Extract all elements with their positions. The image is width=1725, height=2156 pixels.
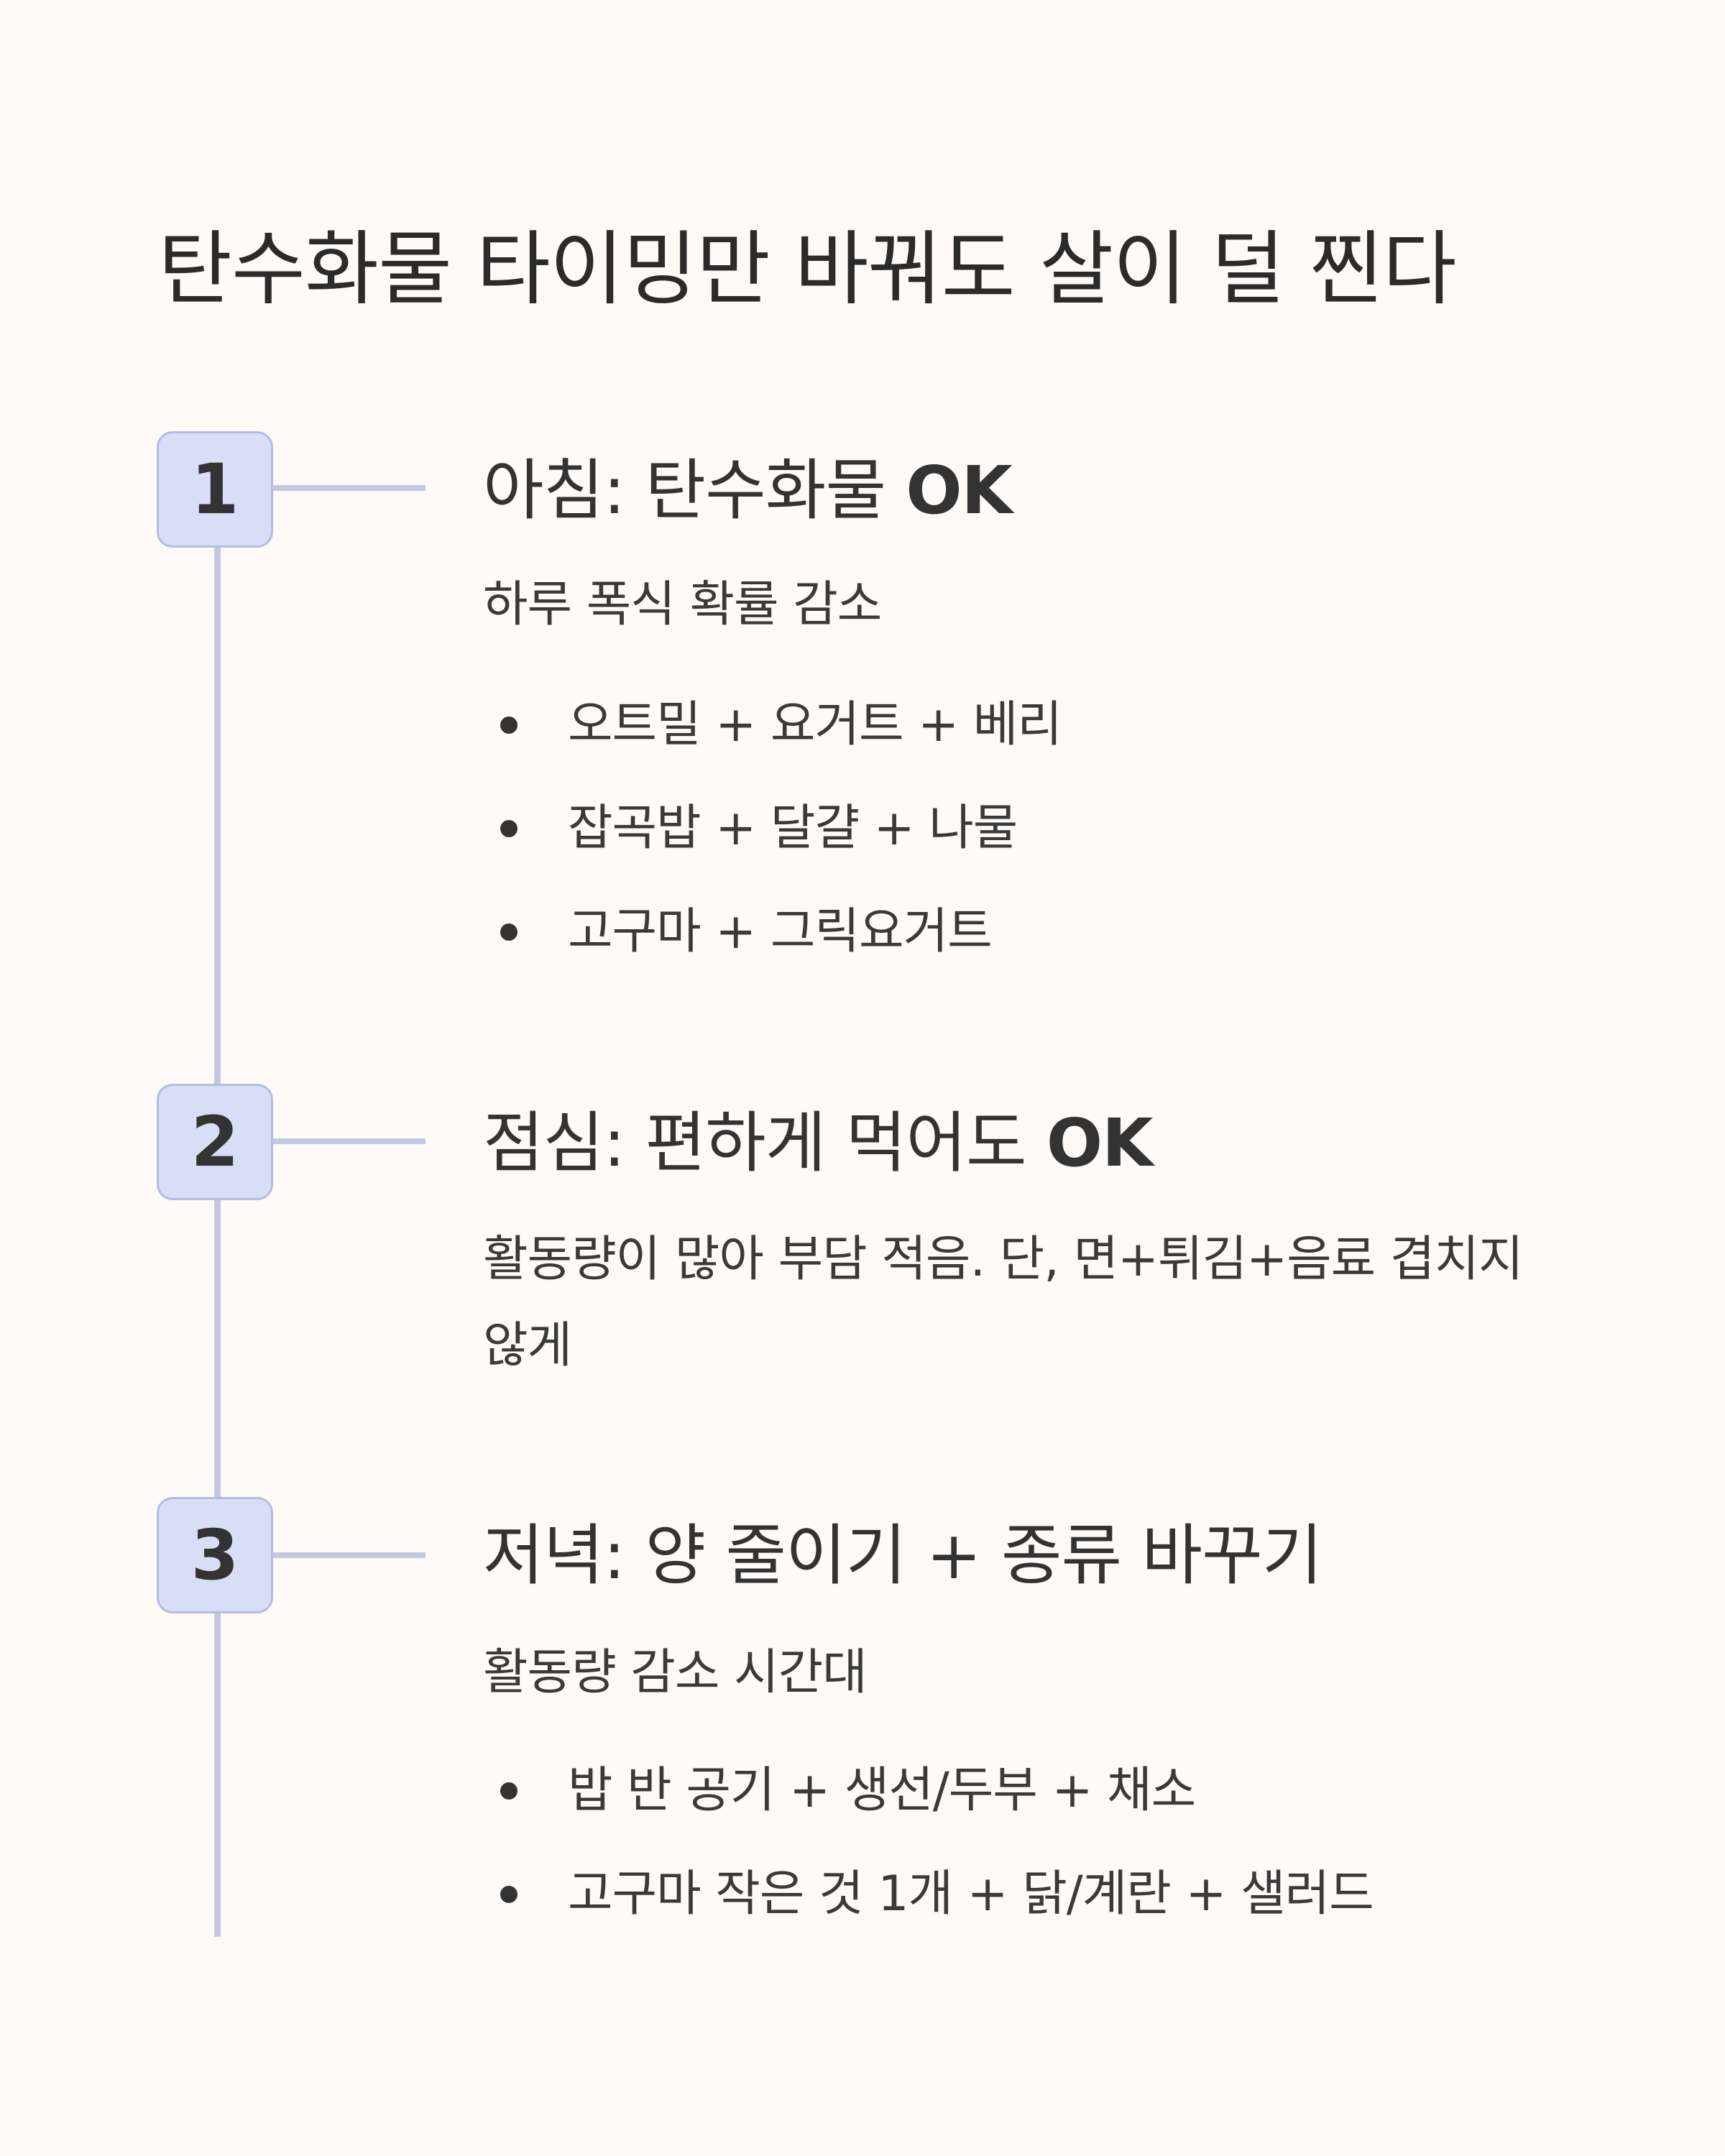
step-connector: [273, 1552, 426, 1558]
step-description: 하루 폭식 확률 감소: [483, 576, 882, 633]
step-heading-text: 점심: 편하게 먹어도: [483, 1105, 1046, 1181]
bullet-icon: [500, 923, 518, 941]
bullet-icon: [500, 717, 518, 734]
step-heading: 아침: 탄수화물 OK: [483, 451, 1013, 530]
step-heading-emphasis: OK: [906, 452, 1012, 529]
timeline-line: [214, 546, 221, 1937]
step-heading: 점심: 편하게 먹어도 OK: [483, 1104, 1153, 1183]
list-item-text: 밥 반 공기 + 생선/두부 + 채소: [568, 1762, 1196, 1819]
list-item-text: 잡곡밥 + 달걀 + 나물: [568, 800, 1018, 857]
list-item: 오트밀 + 요거트 + 베리: [483, 673, 1062, 777]
step-food-list: 밥 반 공기 + 생선/두부 + 채소 고구마 작은 것 1개 + 닭/계란 +…: [483, 1739, 1374, 1946]
step-heading-text: 저녁: 양 줄이기 + 종류 바꾸기: [483, 1517, 1322, 1594]
list-item: 고구마 작은 것 1개 + 닭/계란 + 샐러드: [483, 1843, 1374, 1946]
bullet-icon: [500, 1782, 518, 1800]
list-item-text: 고구마 + 그릭요거트: [568, 903, 993, 960]
step-heading-text: 아침: 탄수화물: [483, 452, 906, 529]
list-item: 밥 반 공기 + 생선/두부 + 채소: [483, 1739, 1374, 1843]
step-heading-emphasis: OK: [1046, 1105, 1153, 1181]
list-item: 고구마 + 그릭요거트: [483, 880, 1062, 984]
step-connector: [273, 1138, 426, 1144]
step-heading: 저녁: 양 줄이기 + 종류 바꾸기: [483, 1516, 1322, 1595]
page-title: 탄수화물 타이밍만 바꿔도 살이 덜 찐다: [158, 223, 1457, 316]
bullet-icon: [500, 820, 518, 837]
step-number-badge: 3: [157, 1497, 273, 1613]
step-connector: [273, 485, 426, 491]
step-description: 활동량 감소 시간대: [483, 1644, 868, 1701]
list-item-text: 고구마 작은 것 1개 + 닭/계란 + 샐러드: [568, 1866, 1374, 1922]
list-item-text: 오트밀 + 요거트 + 베리: [568, 696, 1062, 753]
step-food-list: 오트밀 + 요거트 + 베리 잡곡밥 + 달걀 + 나물 고구마 + 그릭요거트: [483, 673, 1062, 984]
step-number-badge: 2: [157, 1084, 273, 1200]
step-number-badge: 1: [157, 431, 273, 548]
step-description: 활동량이 많아 부담 적음. 단, 면+튀김+음료 겹치지 않게: [483, 1231, 1524, 1374]
list-item: 잡곡밥 + 달걀 + 나물: [483, 777, 1062, 880]
bullet-icon: [500, 1886, 518, 1903]
